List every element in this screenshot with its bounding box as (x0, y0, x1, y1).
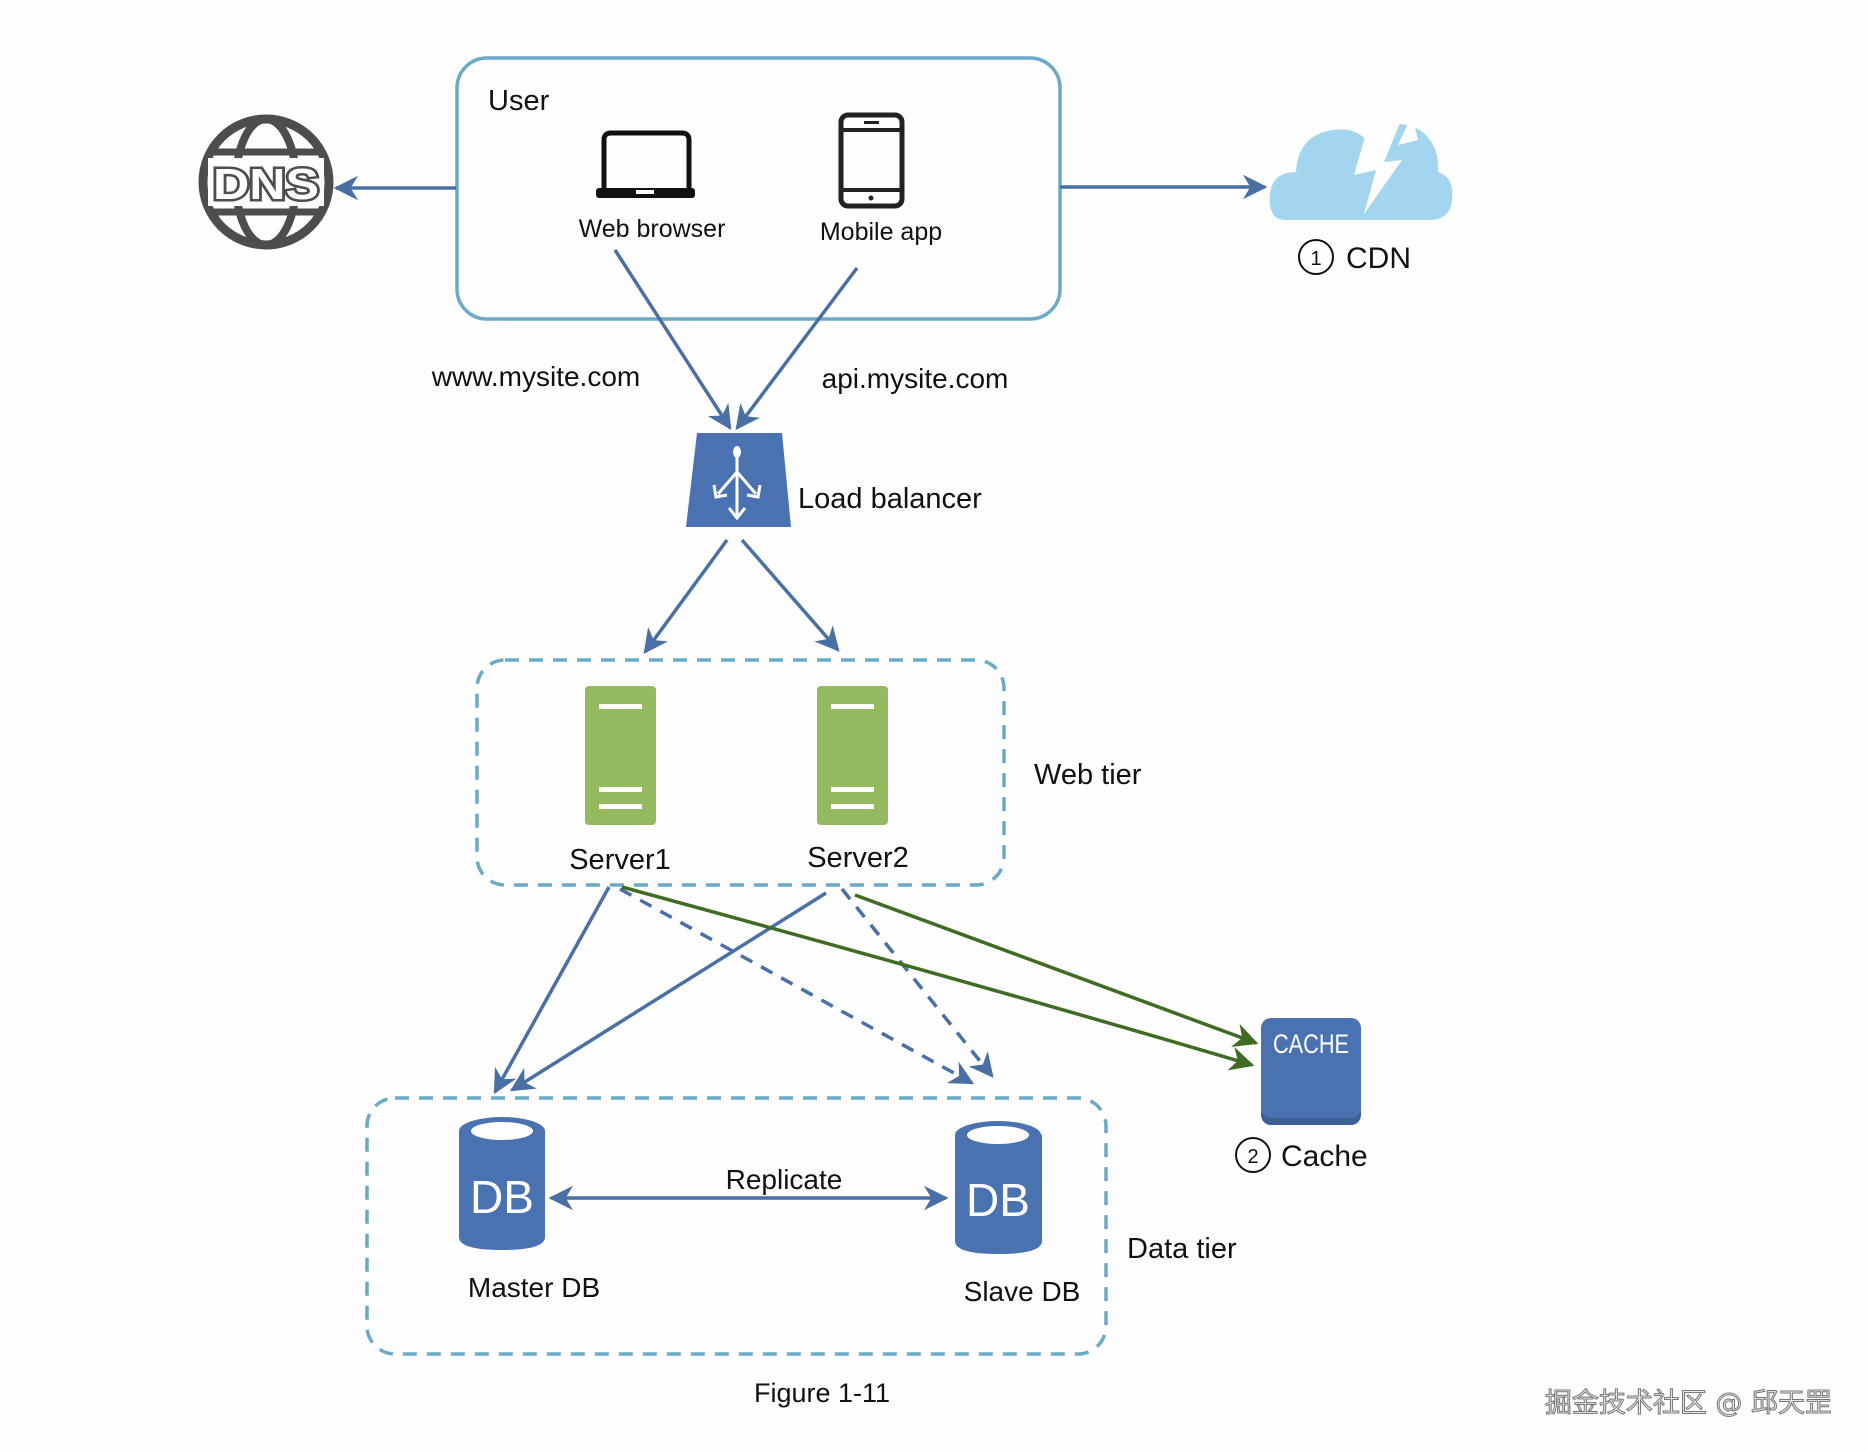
server1-to-master-arrow (493, 886, 611, 1095)
mobile-phone-icon (838, 112, 905, 209)
cdn-label-group: 1 CDN (1298, 239, 1411, 275)
web-tier-box (475, 658, 1006, 887)
api-domain-label: api.mysite.com (822, 363, 1009, 394)
cache-icon: CACHE (1261, 1018, 1361, 1125)
dns-label: DNS (213, 160, 319, 209)
lb-to-server2-arrow (740, 538, 840, 652)
load-balancer-label: Load balancer (798, 483, 982, 515)
cache-label-group: 2 Cache (1235, 1137, 1368, 1173)
cdn-number: 1 (1310, 248, 1321, 270)
server2-to-cache-arrow (854, 893, 1259, 1047)
mobile-to-lb-arrow (735, 266, 859, 430)
user-group: User Web browser Mobile app (455, 56, 1062, 321)
master-db-label: Master DB (468, 1272, 600, 1303)
server1-label: Server1 (569, 844, 671, 876)
lb-to-server1-arrow (643, 538, 729, 654)
cdn-label: CDN (1346, 242, 1411, 275)
watermark: 掘金技术社区 @ 邱天罡 (1545, 1388, 1832, 1419)
cache-label: Cache (1281, 1140, 1368, 1173)
master-db-icon: DB (459, 1117, 545, 1250)
replicate-label: Replicate (726, 1164, 843, 1195)
web-to-lb-arrow (613, 249, 732, 431)
laptop-icon (596, 130, 695, 198)
server1-icon (585, 686, 656, 825)
cdn-number-badge (1298, 239, 1334, 275)
dns-globe-icon: DNS (198, 114, 334, 250)
web-browser-label: Web browser (579, 215, 726, 243)
cache-number: 2 (1247, 1146, 1258, 1168)
server1-to-cache-arrow (621, 885, 1255, 1071)
slave-db-label: Slave DB (964, 1276, 1081, 1307)
data-tier-box (365, 1096, 1108, 1356)
load-balancer-icon (686, 433, 791, 527)
mobile-app-label: Mobile app (820, 218, 942, 246)
cdn-cloud-icon (1269, 112, 1453, 220)
slave-db-icon: DB (955, 1121, 1042, 1254)
www-domain-label: www.mysite.com (431, 361, 640, 392)
server2-to-master-arrow (509, 891, 827, 1092)
cache-icon-text: CACHE (1273, 1029, 1349, 1059)
server2-label: Server2 (807, 842, 909, 874)
slave-db-icon-text: DB (966, 1174, 1030, 1226)
data-tier-group: DB DB Replicate Master DB Slave DB (365, 1096, 1108, 1356)
figure-caption: Figure 1-11 (754, 1378, 890, 1408)
data-tier-label: Data tier (1127, 1233, 1237, 1265)
cache-number-badge (1235, 1137, 1271, 1173)
web-tier-group: Server1 Server2 (475, 658, 1006, 887)
server1-to-slave-arrow (619, 887, 975, 1085)
server2-to-slave-arrow (840, 887, 994, 1078)
web-tier-label: Web tier (1034, 759, 1142, 791)
user-title: User (488, 85, 550, 117)
master-db-icon-text: DB (470, 1171, 534, 1223)
server2-icon (817, 686, 888, 825)
